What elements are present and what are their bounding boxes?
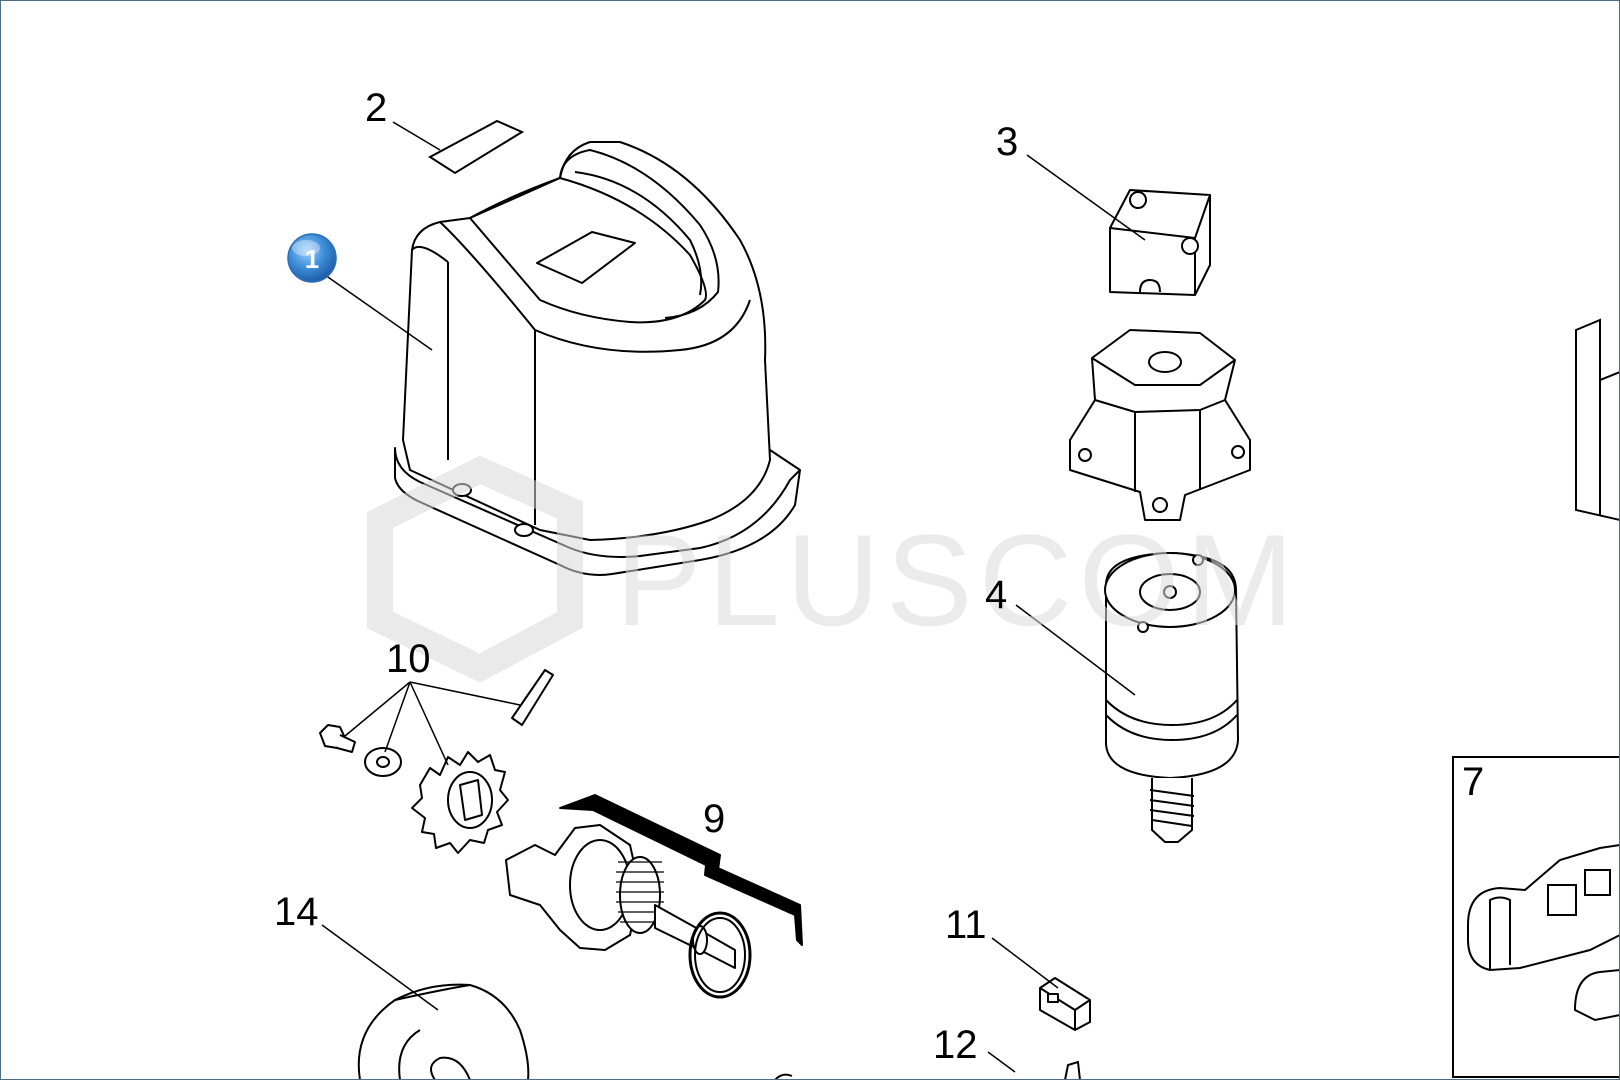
part-4-motor[interactable]	[1015, 552, 1239, 843]
callout-12[interactable]: 12	[933, 1023, 978, 1067]
part-14-wheel[interactable]	[321, 924, 530, 1081]
part-4-bracket[interactable]	[1069, 329, 1251, 521]
callout-3[interactable]: 3	[996, 120, 1018, 164]
callout-11[interactable]: 11	[945, 903, 987, 947]
callout-14[interactable]: 14	[274, 890, 319, 934]
callout-2[interactable]: 2	[365, 86, 387, 130]
callout-10[interactable]: 10	[386, 637, 431, 681]
callout-4[interactable]: 4	[985, 573, 1007, 617]
watermark: PLUSCOM	[367, 455, 1300, 683]
callout-7[interactable]: 7	[1462, 760, 1484, 804]
part-12-partial[interactable]	[774, 1051, 1081, 1081]
part-7-inset-box[interactable]	[1452, 756, 1620, 1078]
watermark-text: PLUSCOM	[615, 507, 1300, 653]
part-2-label[interactable]	[392, 119, 525, 175]
selected-part-badge[interactable]: 1	[287, 233, 337, 283]
part-11-connector[interactable]	[991, 937, 1091, 1031]
part-1-cover[interactable]	[324, 141, 801, 576]
callout-9[interactable]: 9	[703, 797, 725, 841]
selected-part-number: 1	[305, 244, 319, 274]
part-9-shaft-assembly[interactable]	[505, 794, 803, 999]
partial-part-right-edge	[1575, 318, 1620, 522]
part-10-hardware[interactable]	[319, 669, 554, 854]
part-3-block[interactable]	[1026, 154, 1211, 296]
